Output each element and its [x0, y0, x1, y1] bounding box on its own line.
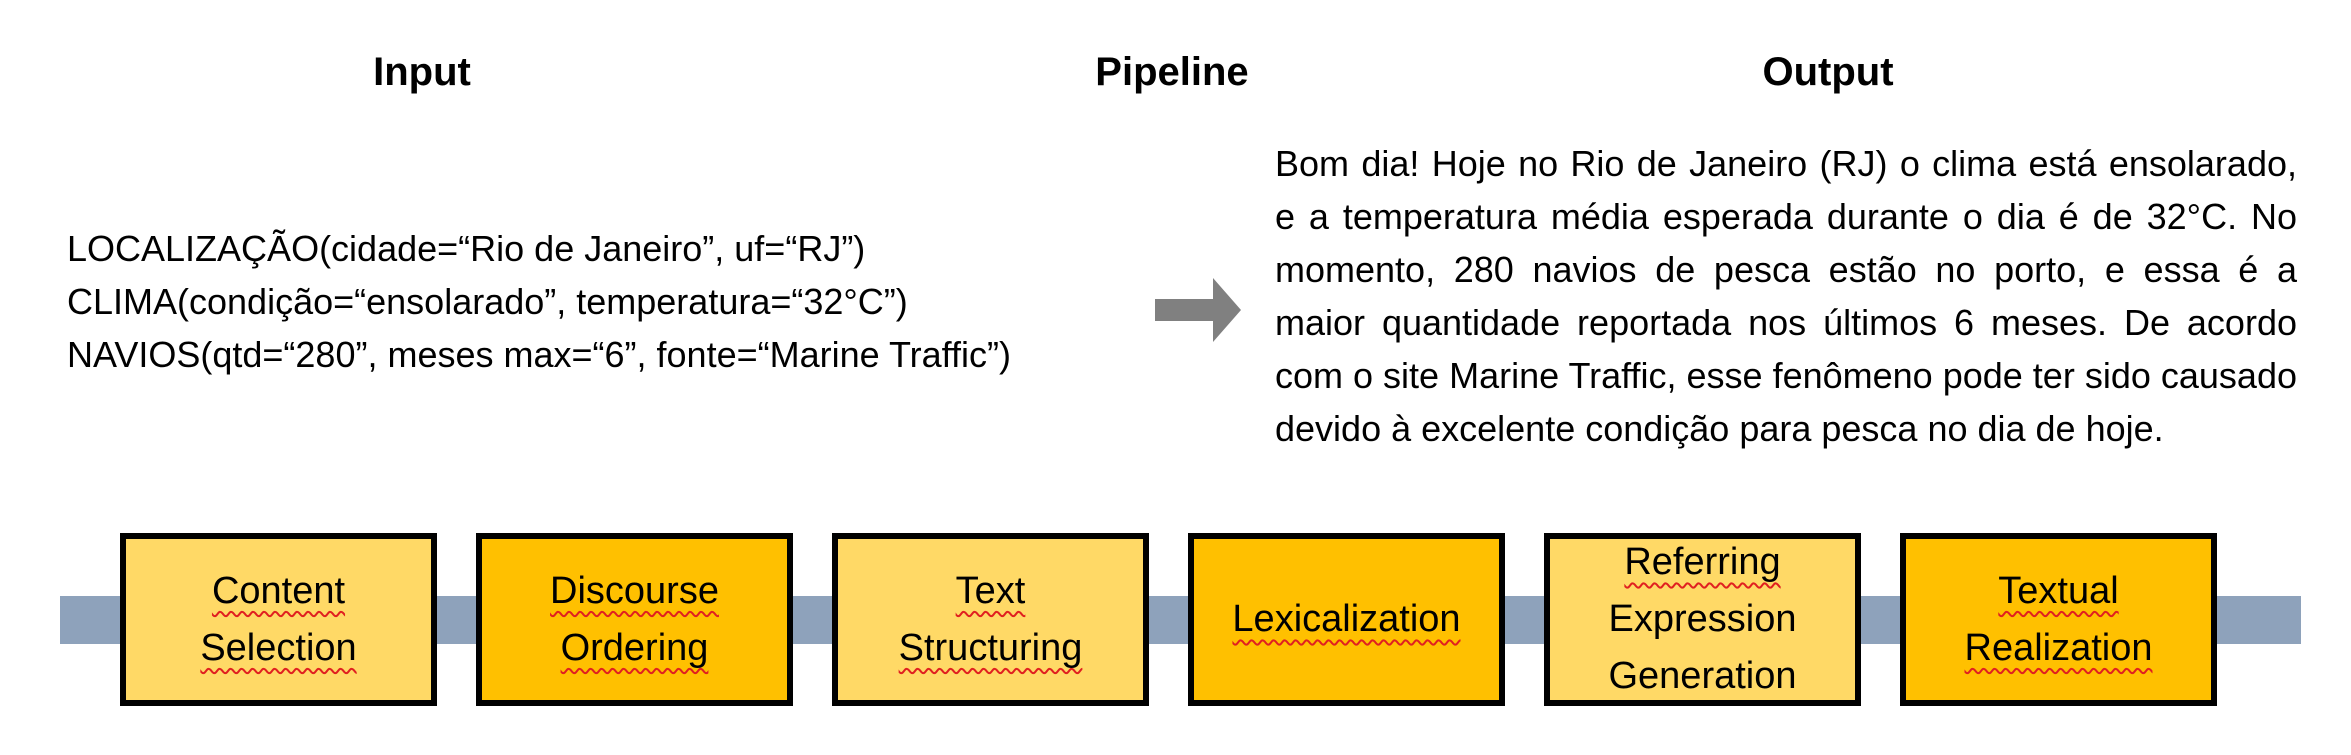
stage-label-line: Generation [1608, 655, 1797, 697]
output-generated-text: Bom dia! Hoje no Rio de Janeiro (RJ) o c… [1275, 143, 2297, 449]
input-record-ships: NAVIOS(qtd=“280”, meses max=“6”, fonte=“… [67, 334, 1011, 375]
stage-label-line: Ordering [560, 626, 709, 669]
stage-label-line: Realization [1964, 626, 2153, 669]
stage-label-line: Textual [1998, 569, 2119, 612]
stage-label-line: Expression [1608, 598, 1797, 640]
stage-textual-realization: Textual Realization [1900, 533, 2217, 706]
input-record-location: LOCALIZAÇÃO(cidade=“Rio de Janeiro”, uf=… [67, 228, 866, 269]
output-heading: Output [1762, 50, 1894, 94]
input-records: LOCALIZAÇÃO(cidade=“Rio de Janeiro”, uf=… [67, 222, 1011, 381]
stage-discourse-ordering: Discourse Ordering [476, 533, 793, 706]
stage-text-structuring: Text Structuring [832, 533, 1149, 706]
stage-content-selection: Content Selection [120, 533, 437, 706]
stage-referring-expression-generation: Referring Expression Generation [1544, 533, 1861, 706]
stage-label-line: Selection [200, 626, 357, 669]
stage-label-line: Text [955, 569, 1026, 612]
input-record-weather: CLIMA(condição=“ensolarado”, temperatura… [67, 281, 908, 322]
stage-label-line: Referring [1624, 541, 1781, 583]
pipeline-heading: Pipeline [1095, 50, 1249, 94]
stage-label-line: Content [211, 569, 346, 612]
input-heading: Input [373, 50, 471, 94]
stage-label-line: Lexicalization [1232, 598, 1461, 640]
stage-label-line: Discourse [550, 569, 719, 612]
stage-lexicalization: Lexicalization [1188, 533, 1505, 706]
stage-label-line: Structuring [898, 626, 1083, 669]
right-arrow-icon [1155, 278, 1241, 342]
